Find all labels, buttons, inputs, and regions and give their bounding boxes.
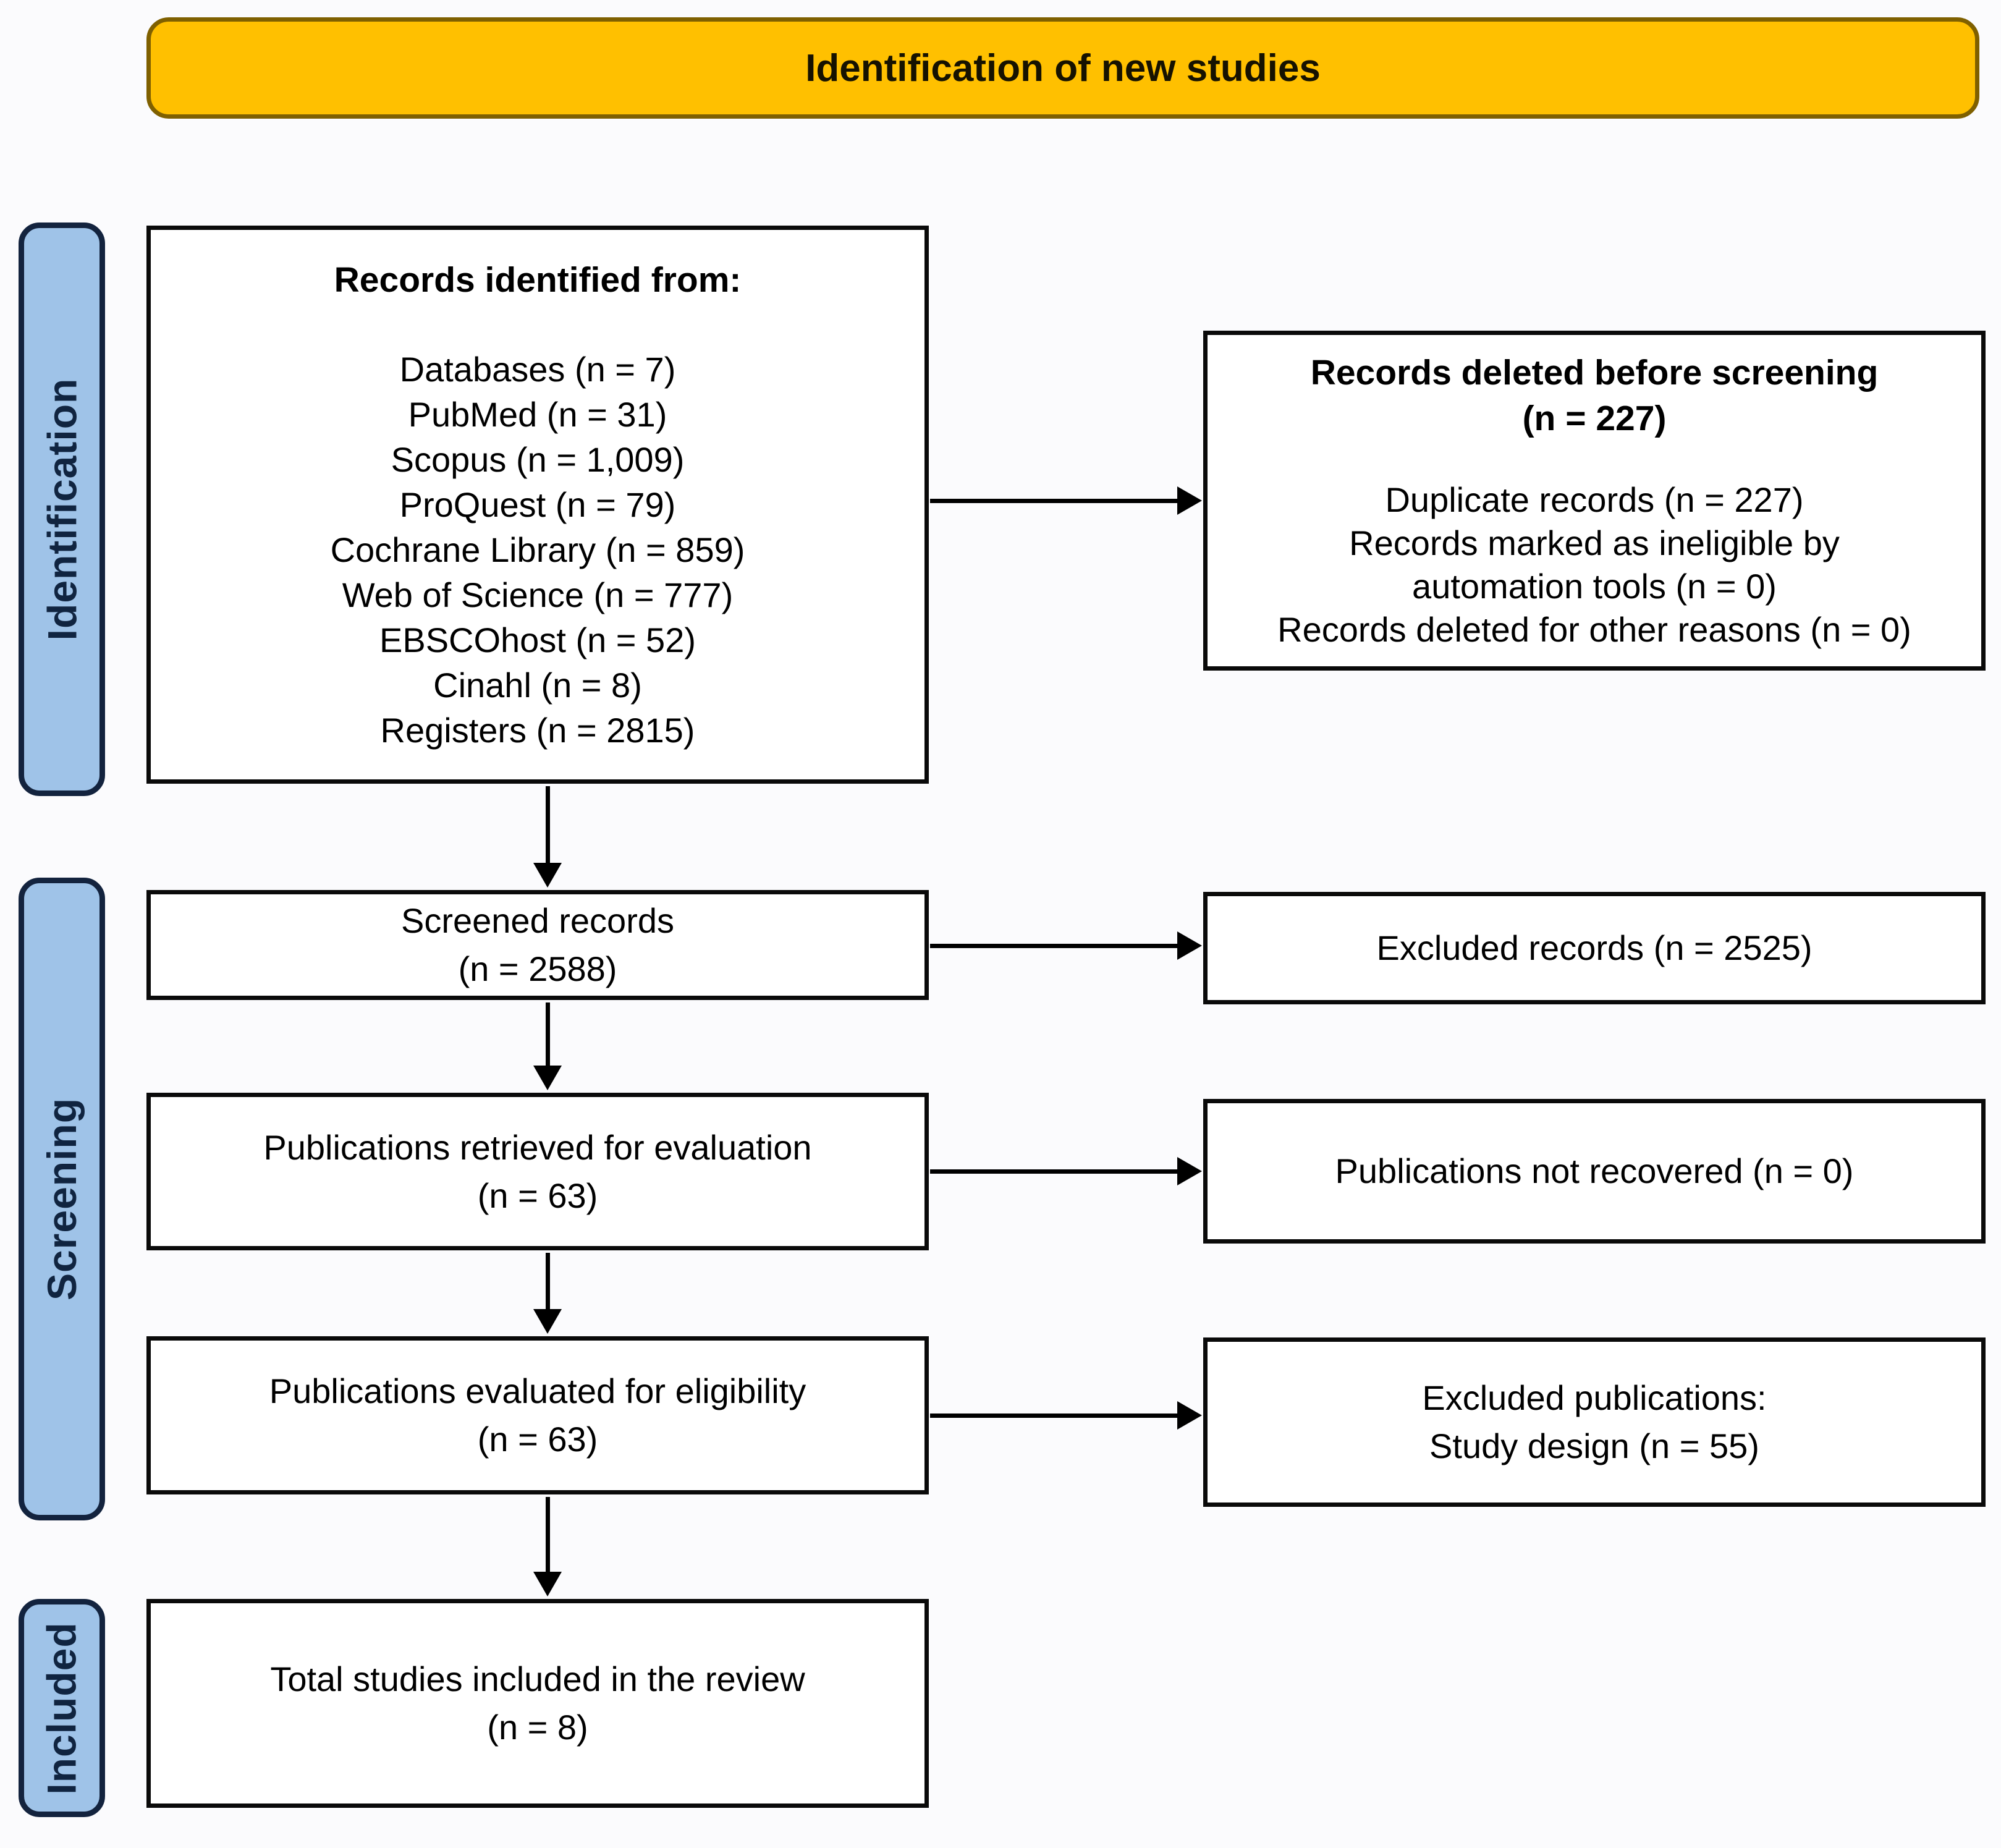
records-identified-line: Registers (n = 2815) [380,711,695,750]
stage-screening: Screening [19,878,105,1520]
right-arrow-identified-to-deleted [930,486,1202,515]
header-banner: Identification of new studies [146,17,1979,119]
arrow-head-icon [1177,486,1202,515]
publications-retrieved-line: Publications retrieved for evaluation [263,1127,812,1167]
records-identified-line: Databases (n = 7) [399,350,676,389]
box-records-identified: Records identified from: Databases (n = … [146,226,929,784]
arrow-shaft [545,786,550,863]
box-publications-not-recovered: Publications not recovered (n = 0) [1203,1099,1986,1244]
stage-included: Included [19,1599,105,1817]
records-deleted-count: (n = 227) [1522,399,1667,438]
arrow-head-icon [533,1309,562,1334]
down-arrow-eligibility-to-included [533,1497,562,1596]
records-deleted-line: Records deleted for other reasons (n = 0… [1277,610,1911,649]
arrow-shaft [545,1497,550,1572]
total-included-line: Total studies included in the review [270,1659,805,1698]
publications-evaluated-count: (n = 63) [477,1420,598,1459]
box-excluded-records: Excluded records (n = 2525) [1203,892,1986,1004]
excluded-records-line: Excluded records (n = 2525) [1376,928,1813,967]
excluded-publications-line: Excluded publications: [1422,1378,1767,1417]
stage-identification-label: Identification [39,378,85,641]
stage-screening-label: Screening [39,1097,85,1301]
records-deleted-title: Records deleted before screening [1310,353,1879,392]
right-arrow-screened-to-excluded [930,931,1202,960]
records-identified-line: ProQuest (n = 79) [399,485,676,524]
box-publications-evaluated: Publications evaluated for eligibility (… [146,1336,929,1494]
right-arrow-retrieved-to-not-recovered [930,1157,1202,1185]
arrow-head-icon [533,1066,562,1090]
down-arrow-retrieved-to-eligibility [533,1253,562,1334]
records-deleted-line: Duplicate records (n = 227) [1385,480,1804,519]
down-arrow-screened-to-retrieved [533,1002,562,1090]
total-included-count: (n = 8) [487,1708,588,1747]
excluded-publications-reason: Study design (n = 55) [1429,1426,1759,1465]
arrow-shaft [545,1002,550,1066]
arrow-head-icon [533,863,562,888]
records-identified-title: Records identified from: [334,260,742,300]
arrow-shaft [930,1169,1177,1174]
screened-records-line: Screened records [400,901,674,940]
records-identified-line: Cochrane Library (n = 859) [330,530,745,569]
arrow-shaft [930,1413,1177,1418]
publications-evaluated-line: Publications evaluated for eligibility [269,1371,806,1410]
publications-retrieved-count: (n = 63) [477,1176,598,1215]
header-title: Identification of new studies [805,46,1321,90]
records-identified-line: Web of Science (n = 777) [342,575,734,614]
box-total-included: Total studies included in the review (n … [146,1599,929,1808]
box-screened-records: Screened records (n = 2588) [146,890,929,1000]
down-arrow-identified-to-screened [533,786,562,888]
stage-identification: Identification [19,223,105,796]
arrow-shaft [545,1253,550,1309]
box-records-deleted: Records deleted before screening (n = 22… [1203,331,1986,671]
records-identified-line: Scopus (n = 1,009) [391,440,685,479]
arrow-head-icon [1177,1401,1202,1430]
stage-included-label: Included [39,1621,85,1795]
arrow-head-icon [1177,931,1202,960]
arrow-head-icon [533,1572,562,1596]
arrow-head-icon [1177,1157,1202,1185]
records-identified-line: PubMed (n = 31) [408,395,667,434]
publications-not-recovered-line: Publications not recovered (n = 0) [1335,1151,1854,1190]
screened-records-count: (n = 2588) [458,949,617,988]
right-arrow-eligibility-to-excluded-pubs [930,1401,1202,1430]
records-deleted-line: Records marked as ineligible by [1349,523,1840,562]
box-publications-retrieved: Publications retrieved for evaluation (n… [146,1093,929,1250]
records-deleted-line: automation tools (n = 0) [1412,567,1777,606]
box-excluded-publications: Excluded publications: Study design (n =… [1203,1337,1986,1507]
records-identified-line: Cinahl (n = 8) [433,666,642,705]
records-identified-line: EBSCOhost (n = 52) [379,621,696,659]
arrow-shaft [930,498,1177,503]
arrow-shaft [930,943,1177,948]
